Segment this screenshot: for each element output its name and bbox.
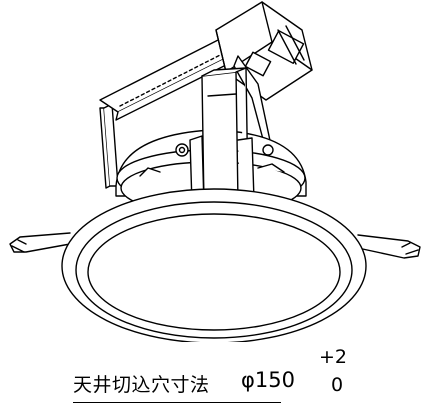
top-bracket-arm [99,37,239,121]
side-bracket [99,103,119,189]
tolerance-plus: +2 [319,346,348,368]
tolerance-minus: 0 [331,374,344,396]
downlight-drawing [9,1,421,342]
socket-column [189,67,255,223]
cutout-dimension-caption: 天井切込穴寸法 φ150 +2 0 [73,344,373,404]
right-mounting-spring [357,234,421,259]
caption-underline [73,402,281,403]
trim-ring [61,188,367,342]
cutout-diameter: φ150 [241,368,295,392]
left-mounting-spring [9,232,71,253]
cutout-label: 天井切込穴寸法 [73,374,210,396]
